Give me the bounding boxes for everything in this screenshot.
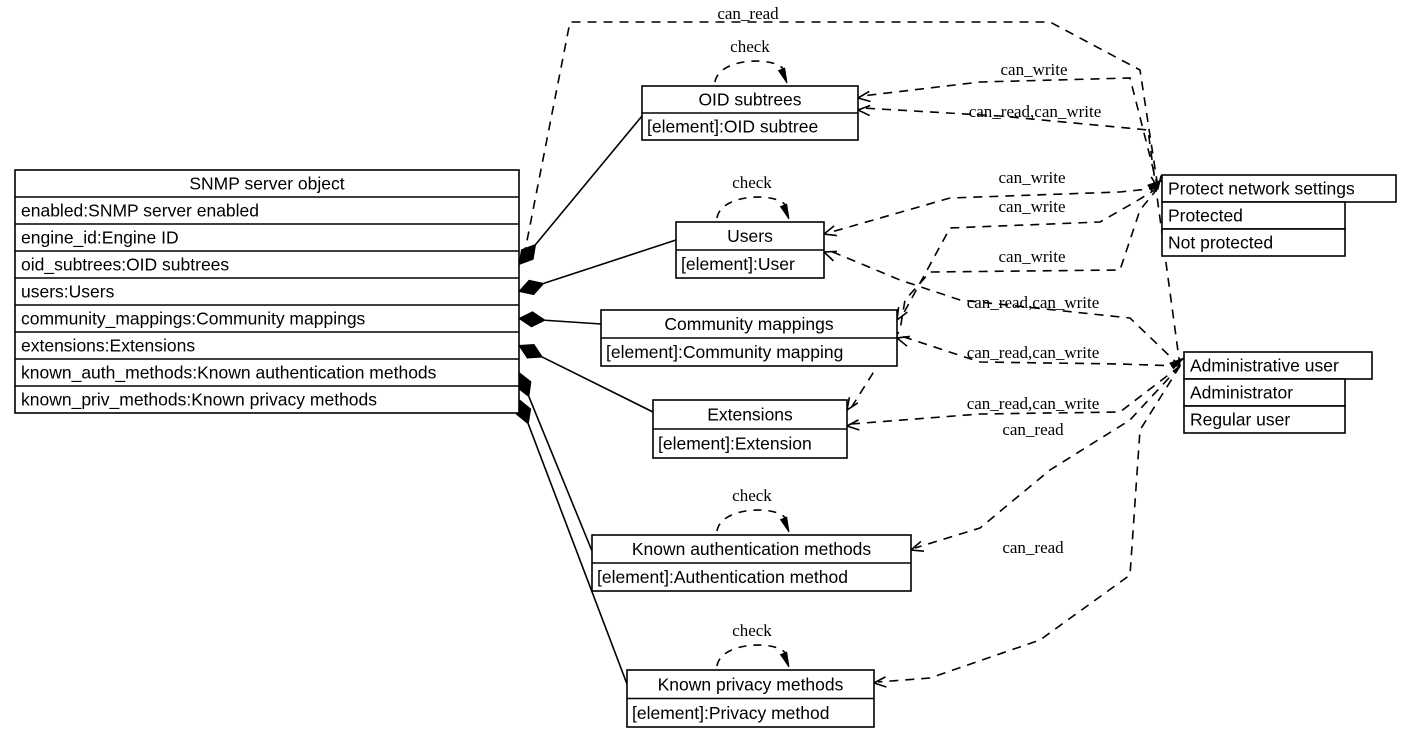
class-attribute: known_auth_methods:Known authentication …	[21, 363, 437, 384]
self-loop-label-s1: check	[730, 37, 770, 56]
collection-box-community_mappings[interactable]: Community mappings [element]:Community ma…	[600, 309, 898, 367]
composition-edge	[543, 239, 677, 285]
edge-label-l7: can_read,can_write	[967, 293, 1100, 312]
enum-value: Regular user	[1190, 410, 1290, 430]
collection-element-row: [element]:Community mapping	[606, 342, 843, 362]
solid-arrowhead	[779, 203, 790, 220]
dep-comm-protect-can-write	[900, 187, 1159, 319]
collection-title: Users	[727, 226, 773, 246]
edge-label-l6: can_write	[998, 247, 1065, 266]
collection-box-extensions[interactable]: Extensions [element]:Extension	[652, 399, 848, 459]
self-loop-check-arc	[714, 60, 786, 83]
enum-title: Administrative user	[1190, 356, 1339, 376]
class-attribute: engine_id:Engine ID	[21, 228, 179, 249]
collection-title: Extensions	[707, 405, 793, 425]
enum-value: Administrator	[1190, 383, 1293, 403]
edge-label-l9: can_read,can_write	[967, 394, 1100, 413]
edge-label-l8: can_read,can_write	[967, 343, 1100, 362]
edge-label-l11: can_read	[1002, 538, 1064, 557]
class-box-snmp-server-object[interactable]: SNMP server object enabled:SNMP server en…	[14, 169, 520, 414]
edge-label-l1: can_read	[717, 4, 779, 23]
composition-edge	[528, 396, 593, 552]
open-arrowhead	[845, 397, 859, 412]
collection-element-row: [element]:Authentication method	[597, 567, 848, 587]
class-attribute: extensions:Extensions	[21, 336, 195, 356]
collection-box-known_auth[interactable]: Known authentication methods [element]:Au…	[591, 534, 912, 592]
dep-comm-admin-can-rw	[900, 335, 1181, 367]
composition-edge	[544, 319, 602, 325]
collection-box-users[interactable]: Users [element]:User	[675, 221, 825, 279]
class-attribute: oid_subtrees:OID subtrees	[21, 255, 229, 276]
self-loop-label-s4: check	[732, 621, 772, 640]
dep-ext-admin-can-rw	[850, 365, 1181, 425]
edge-label-l4: can_write	[998, 168, 1065, 187]
open-arrowhead	[855, 90, 871, 103]
composition-edge	[527, 423, 628, 685]
open-arrowhead	[855, 104, 871, 117]
enum-box-administrative_user[interactable]: Administrative userAdministratorRegular …	[1183, 351, 1373, 434]
collection-title: Known privacy methods	[658, 674, 844, 694]
edge-label-l10: can_read	[1002, 420, 1064, 439]
collection-box-known_priv[interactable]: Known privacy methods [element]:Privacy m…	[626, 669, 875, 728]
collection-element-row: [element]:Privacy method	[632, 703, 829, 723]
solid-arrowhead	[779, 516, 790, 533]
class-title: SNMP server object	[189, 174, 344, 194]
solid-arrowhead	[1169, 357, 1185, 370]
dep-oid-admin-can-rw	[861, 107, 1181, 367]
self-loop-check-arc	[716, 644, 788, 667]
self-loop-label-s2: check	[732, 173, 772, 192]
dep-oid-protect-can-write	[861, 77, 1159, 189]
class-attribute: enabled:SNMP server enabled	[21, 201, 259, 221]
solid-arrowhead	[779, 651, 790, 668]
open-arrowhead	[844, 419, 860, 431]
collection-element-row: [element]:OID subtree	[647, 117, 818, 137]
composition-edge	[541, 356, 654, 413]
composition-diamond	[518, 344, 544, 359]
self-loop-check-arc	[716, 196, 788, 219]
self-loop-label-s3: check	[732, 486, 772, 505]
collection-title: OID subtrees	[698, 90, 801, 110]
collection-title: Community mappings	[664, 314, 833, 334]
composition-diamond	[518, 311, 546, 328]
collection-box-oid_subtrees[interactable]: OID subtrees [element]:OID subtree	[641, 85, 859, 141]
class-attribute: users:Users	[21, 282, 115, 302]
enum-value: Not protected	[1168, 233, 1273, 253]
edge-label-l3: can_read,can_write	[969, 102, 1102, 121]
composition-diamond	[518, 279, 545, 296]
collection-element-row: [element]:User	[681, 254, 795, 274]
open-arrowhead	[909, 540, 925, 552]
class-attribute: community_mappings:Community mappings	[21, 309, 366, 330]
dep-priv-admin-can-read	[877, 365, 1181, 683]
composition-edge	[534, 115, 643, 245]
collection-title: Known authentication methods	[632, 539, 872, 559]
dep-users-protect-can-write	[827, 187, 1159, 234]
edge-labels-layer: can_read can_write can_read,can_write can_w…	[717, 4, 1101, 640]
class-attribute: known_priv_methods:Known privacy methods	[21, 390, 377, 411]
edge-label-l5: can_write	[998, 197, 1065, 216]
enum-value: Protected	[1168, 206, 1243, 226]
solid-arrowhead	[1147, 179, 1163, 192]
self-loop-check-arc	[716, 509, 788, 532]
enum-title: Protect network settings	[1168, 179, 1355, 199]
composition-diamond	[518, 243, 537, 266]
dep-auth-admin-can-read	[914, 365, 1181, 549]
collection-element-row: [element]:Extension	[658, 434, 812, 454]
edge-label-l2: can_write	[1000, 60, 1067, 79]
dep-users-admin-can-rw	[827, 249, 1181, 367]
boxes-layer: SNMP server object enabled:SNMP server en…	[14, 85, 1397, 728]
solid-arrowhead	[777, 67, 788, 84]
